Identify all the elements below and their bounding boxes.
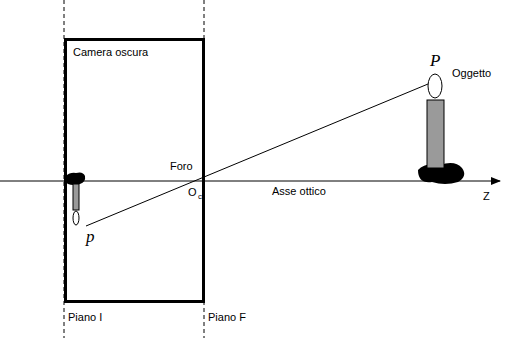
image-flame: [73, 211, 79, 225]
candle-flame: [428, 74, 442, 98]
image-body: [73, 184, 79, 210]
center-subscript: c: [198, 193, 202, 202]
light-ray: [86, 84, 428, 226]
point-label: P: [430, 52, 440, 71]
axis-name: Z: [483, 190, 490, 202]
plane-label: Piano I: [68, 311, 102, 323]
candle-body: [427, 100, 444, 168]
box-title: Camera oscura: [73, 46, 148, 58]
object-label: Oggetto: [452, 67, 491, 79]
image-point-label: p: [86, 228, 95, 247]
plane-label: Piano F: [208, 311, 246, 323]
image-holder: [65, 172, 85, 185]
axis-label: Asse ottico: [272, 185, 326, 197]
hole-label: Foro: [170, 160, 193, 172]
center-label: O: [188, 186, 197, 198]
